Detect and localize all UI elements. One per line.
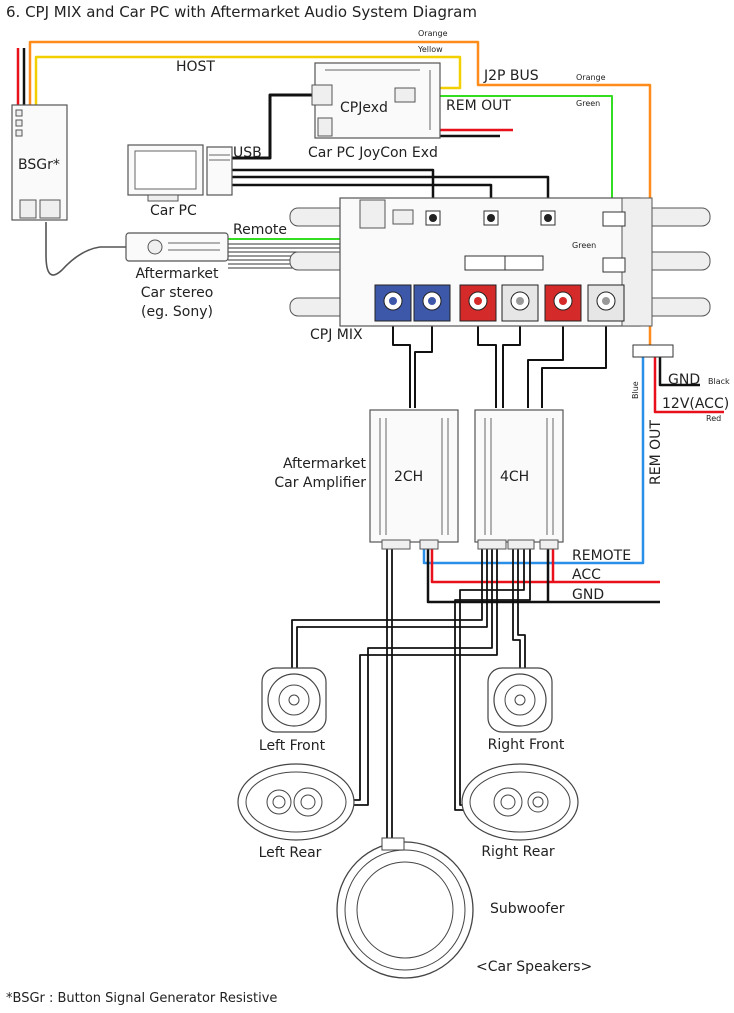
green-mid-label: Green (572, 241, 596, 250)
yellow-wire (34, 55, 462, 105)
amp-label-2: Car Amplifier (274, 475, 366, 491)
stereo-label-3: (eg. Sony) (141, 304, 213, 320)
acc-label: ACC (572, 567, 601, 583)
blue-rem-wire (422, 355, 645, 565)
wire-labels: HOST USB J2P BUS REM OUT Remote REMOTE A… (176, 59, 729, 603)
red-label: Red (706, 414, 721, 423)
amp-4ch-label: 4CH (500, 469, 529, 485)
joycon-label: Car PC JoyCon Exd (308, 145, 438, 161)
green-top-label: Green (576, 99, 600, 108)
mix-acc-lead (653, 355, 724, 414)
rem-out-side-label: REM OUT (648, 420, 664, 485)
acc-right-label: 12V(ACC) (662, 396, 729, 412)
cpj-mix-label: CPJ MIX (310, 327, 363, 343)
green-wire-top (440, 95, 613, 212)
speaker-right-rear: Right Rear (461, 763, 579, 860)
subwoofer-label: Subwoofer (490, 901, 565, 917)
stereo-label-2: Car stereo (141, 285, 214, 301)
gnd-right-label: GND (668, 372, 700, 388)
bsgr-power-leads (16, 48, 26, 105)
speaker-subwoofer: Subwoofer (336, 837, 565, 979)
mix-gnd-lead (658, 355, 700, 387)
orange-top-label: Orange (418, 29, 448, 38)
bsgr-label: BSGr* (18, 157, 60, 173)
diagram-title: 6. CPJ MIX and Car PC with Aftermarket A… (6, 3, 477, 21)
amplifier-2ch: 2CH (369, 409, 459, 550)
j2p-bus-label: J2P BUS (483, 68, 539, 84)
amplifier-4ch: 4CH (474, 409, 564, 550)
black-gnd-wire (426, 547, 660, 604)
speaker-left-rear: Left Rear (237, 763, 355, 861)
usb-label: USB (233, 145, 262, 161)
orange-right-label: Orange (576, 73, 606, 82)
bsgr-stereo-cable (45, 222, 126, 276)
left-front-label: Left Front (259, 738, 326, 754)
car-speakers-label: <Car Speakers> (476, 959, 592, 975)
audio-input-jacks (425, 210, 556, 226)
car-pc-label: Car PC (150, 203, 197, 219)
gnd-label: GND (572, 587, 604, 603)
remote-label: REMOTE (572, 548, 631, 564)
bsgr-device: BSGr* (11, 104, 68, 221)
usb-cable (230, 93, 315, 160)
right-front-label: Right Front (488, 737, 565, 753)
speaker-left-front: Left Front (259, 667, 327, 754)
black-label: Black (708, 377, 730, 386)
rca-outputs (374, 284, 625, 322)
rca-to-amp-cables (392, 320, 607, 408)
stereo-label-1: Aftermarket (135, 266, 219, 282)
cpjexd-label: CPJexd (340, 100, 388, 116)
right-rear-label: Right Rear (481, 844, 555, 860)
remote-top-label: Remote (233, 222, 287, 238)
speaker-right-front: Right Front (487, 667, 565, 753)
blue-label: Blue (631, 381, 640, 399)
amp-2ch-label: 2CH (394, 469, 423, 485)
rem-out-top-label: REM OUT (446, 98, 511, 114)
joycon-board: CPJexd (311, 62, 441, 139)
host-label: HOST (176, 59, 215, 75)
wire-color-labels: Orange Yellow Orange Green Green Black R… (417, 29, 730, 423)
amp-label-1: Aftermarket (283, 456, 367, 472)
car-pc: Car PC (127, 144, 233, 219)
left-rear-label: Left Rear (259, 845, 322, 861)
cpj-mix-unit: CPJ MIX (289, 197, 711, 358)
footnote: *BSGr : Button Signal Generator Resistiv… (6, 991, 277, 1006)
yellow-top-label: Yellow (417, 45, 443, 54)
red-acc-wire (430, 547, 660, 584)
car-stereo: Aftermarket Car stereo (eg. Sony) (125, 232, 229, 320)
orange-wire (28, 40, 652, 345)
